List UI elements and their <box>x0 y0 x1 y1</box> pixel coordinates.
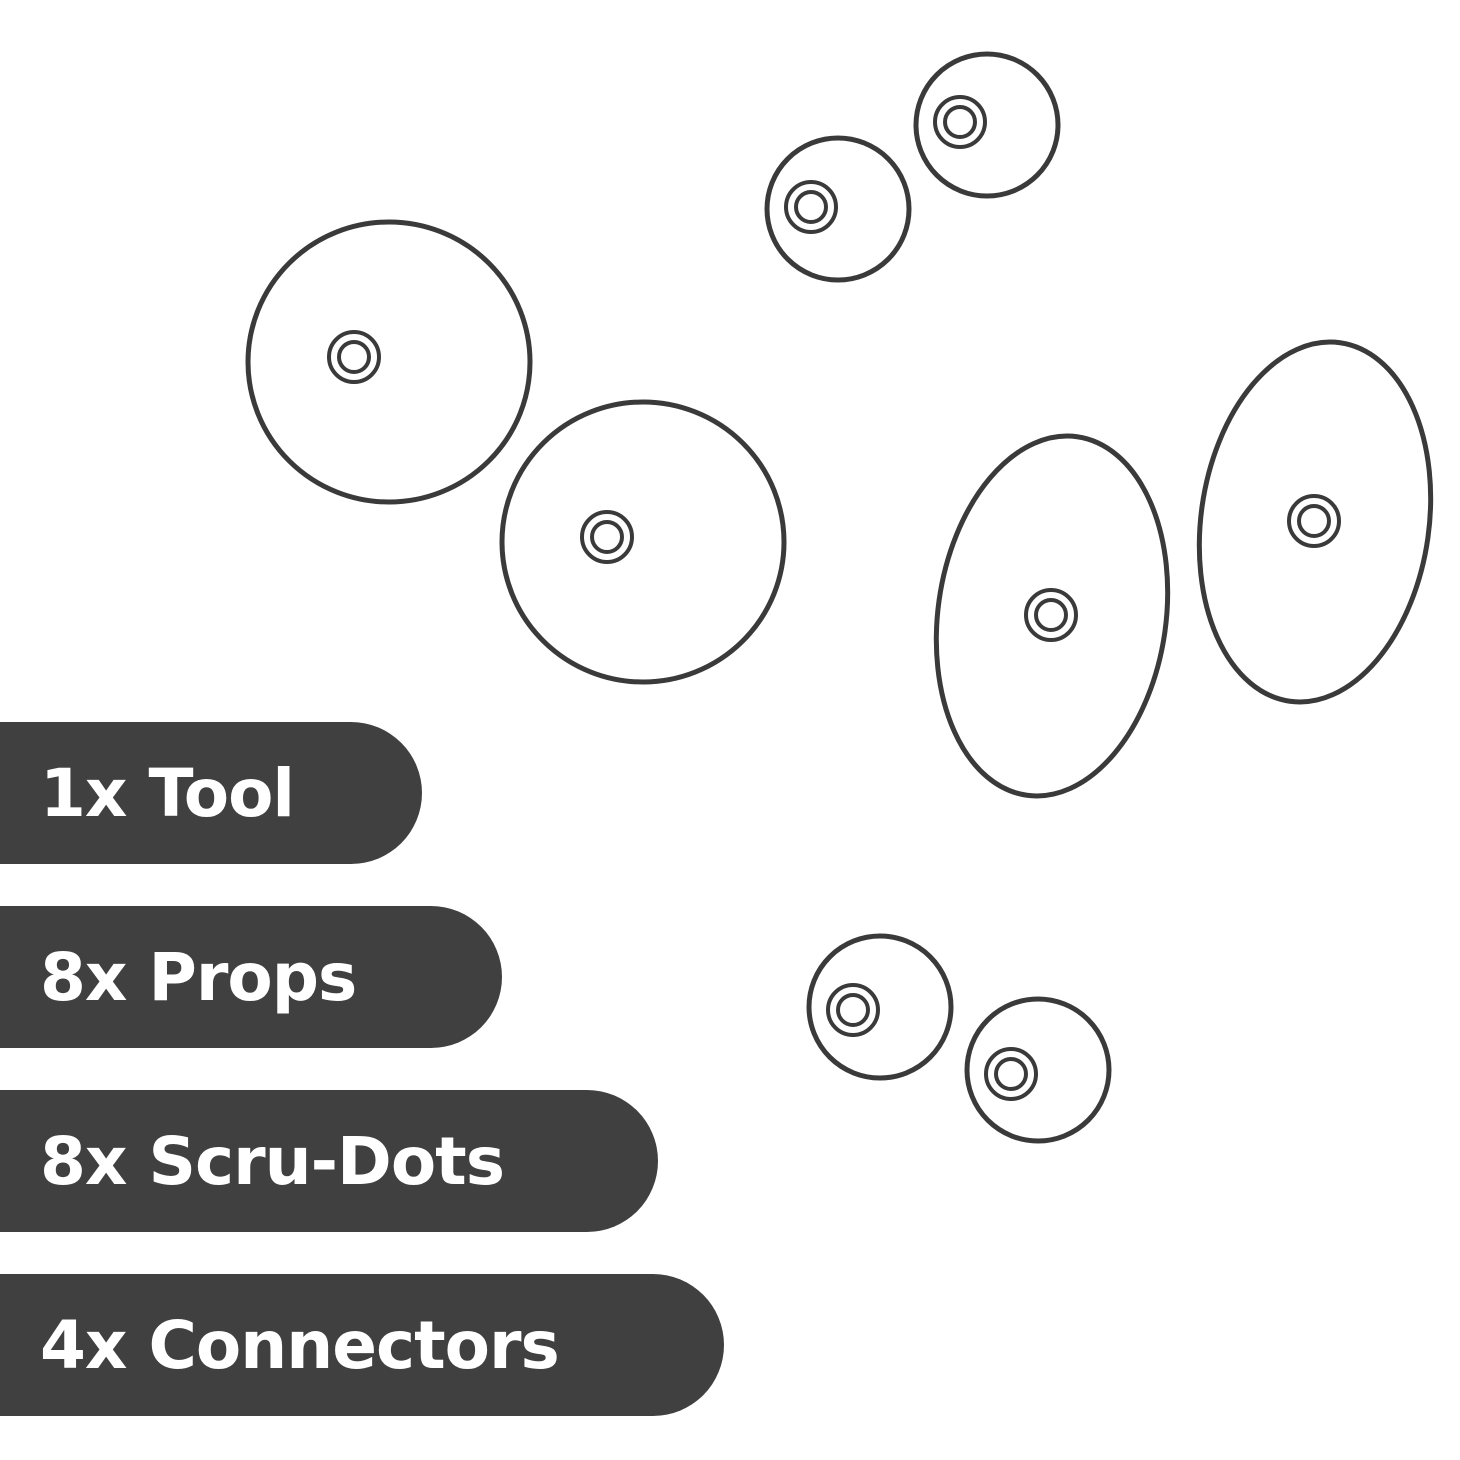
oval-dot <box>933 433 1171 799</box>
dot-center-ring-inner <box>590 520 624 554</box>
small-round-dot <box>764 135 912 283</box>
dot-outline <box>933 433 1171 799</box>
dot-outline <box>806 933 954 1081</box>
dot-center-ring-outer <box>784 180 838 234</box>
label-pill-tool: 1x Tool <box>0 722 422 864</box>
large-round-dot <box>499 399 787 685</box>
small-round-dot <box>806 933 954 1081</box>
dot-center-ring-outer <box>1024 588 1078 642</box>
dot-center-ring-outer <box>933 95 987 149</box>
dot-center-ring-inner <box>1034 598 1068 632</box>
label-text: 8x Props <box>40 938 357 1016</box>
dot-outline <box>1196 339 1434 705</box>
dot-center-ring-inner <box>1297 504 1331 538</box>
dot-center-ring-outer <box>1287 494 1341 548</box>
dot-center-ring-outer <box>826 983 880 1037</box>
dot-center-ring-inner <box>943 105 977 139</box>
dot-center-ring-inner <box>794 190 828 224</box>
large-round-dot <box>245 219 533 505</box>
label-pill-props: 8x Props <box>0 906 502 1048</box>
dot-outline <box>499 399 787 685</box>
dot-center-ring-inner <box>994 1057 1028 1091</box>
label-pill-connectors: 4x Connectors <box>0 1274 724 1416</box>
label-pill-scru-dots: 8x Scru-Dots <box>0 1090 658 1232</box>
dot-outline <box>245 219 533 505</box>
dot-center-ring-inner <box>836 993 870 1027</box>
small-round-dot <box>964 996 1112 1144</box>
small-round-dot <box>913 51 1061 199</box>
oval-dot <box>1196 339 1434 705</box>
dot-outline <box>764 135 912 283</box>
dot-outline <box>913 51 1061 199</box>
dot-center-ring-outer <box>984 1047 1038 1101</box>
label-text: 1x Tool <box>40 754 295 832</box>
label-text: 4x Connectors <box>40 1306 560 1384</box>
dot-center-ring-inner <box>337 340 371 374</box>
dot-outline <box>964 996 1112 1144</box>
label-text: 8x Scru-Dots <box>40 1122 505 1200</box>
dot-center-ring-outer <box>327 330 381 384</box>
dot-center-ring-outer <box>580 510 634 564</box>
